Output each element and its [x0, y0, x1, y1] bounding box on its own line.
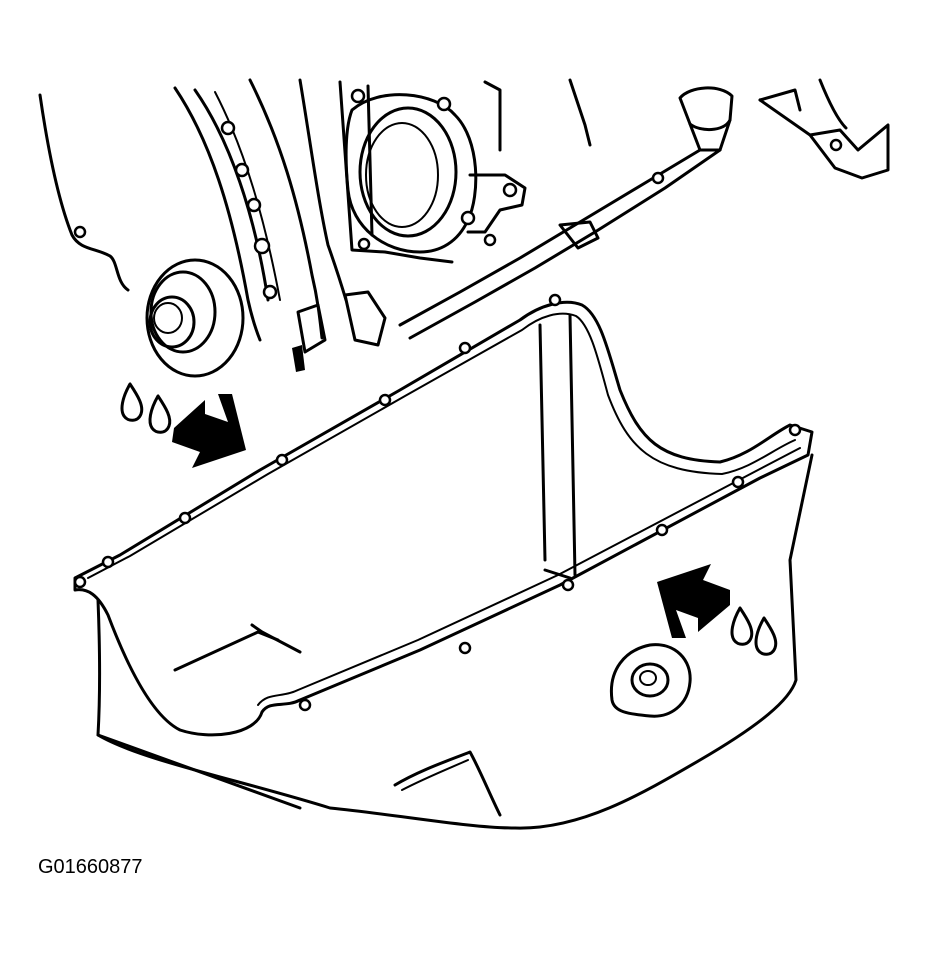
block-right-side: [292, 78, 890, 372]
oil-drop-icon-right: [730, 606, 778, 656]
engine-block-timing-cover: [38, 78, 454, 378]
arrow-icon-left: [172, 394, 246, 468]
figure-id-label: G01660877: [38, 856, 143, 878]
water-pump-opening: [344, 88, 527, 254]
oil-pan: [96, 313, 814, 830]
oil-drop-icon-left: [120, 382, 172, 434]
oil-pan-gasket: [73, 293, 814, 737]
arrow-icon-right: [657, 564, 730, 638]
